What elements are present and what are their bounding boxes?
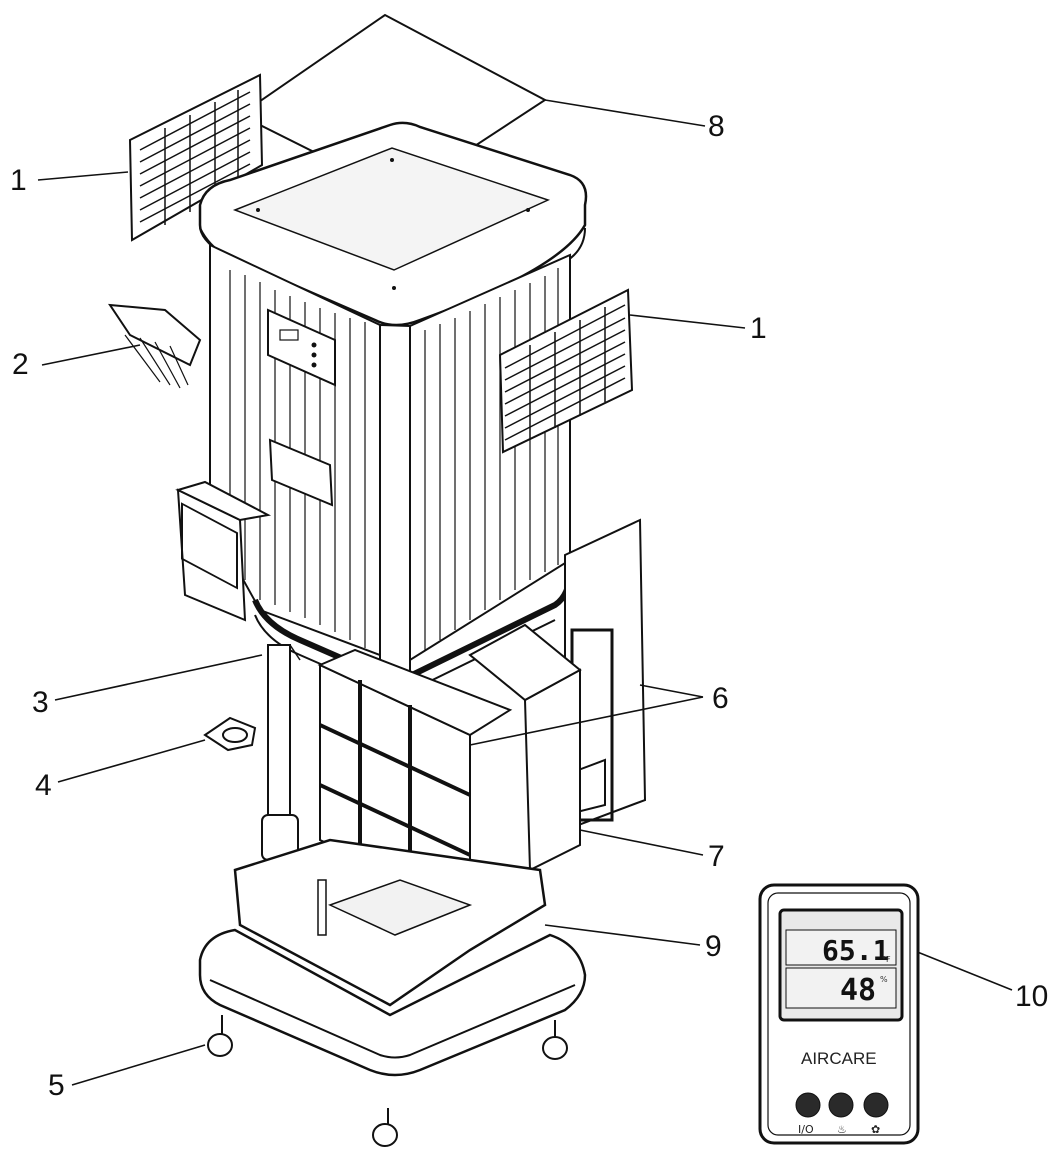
water-box-left [175,480,272,622]
callout-9: 9 [705,930,722,963]
side-grille-left-part-1 [128,73,264,242]
leader-lines [37,99,1013,1086]
power-button-label: I/O [798,1123,814,1136]
fan-button [863,1092,889,1118]
cabinet-body [198,121,588,696]
caster-part-5 [207,1015,568,1147]
callout-2: 2 [12,348,29,381]
pump-tube-part-3 [261,644,301,861]
callout-3: 3 [32,686,49,719]
fan-icon: ✿ [871,1123,880,1136]
callout-4: 4 [35,769,52,802]
callout-1-left: 1 [10,164,27,197]
bracket-part-4 [203,716,257,752]
side-grille-right-part-1 [498,288,634,454]
hygrometer-part-10: 65.1 °F 48 % AIRCARE I/O ♨ ✿ [758,883,920,1145]
base-tray-part-9 [198,838,587,1077]
power-button [795,1092,821,1118]
callout-8: 8 [708,110,725,143]
humidity-unit: % [880,975,888,984]
filter-panel-rear-part-6 [564,518,647,832]
callout-6: 6 [712,682,729,715]
callout-7: 7 [708,840,725,873]
mode-icon: ♨ [837,1123,847,1136]
temperature-unit: °F [882,955,891,964]
callout-5: 5 [48,1069,65,1102]
media-block-part-7 [468,623,582,872]
temperature-readout: 65.1 [822,934,889,967]
callout-1-right: 1 [750,312,767,345]
hygrometer-brand: AIRCARE [801,1049,877,1068]
louver-part-2 [108,303,202,389]
humidity-readout: 48 [840,973,876,1008]
callout-10: 10 [1015,980,1048,1013]
mode-button [828,1092,854,1118]
